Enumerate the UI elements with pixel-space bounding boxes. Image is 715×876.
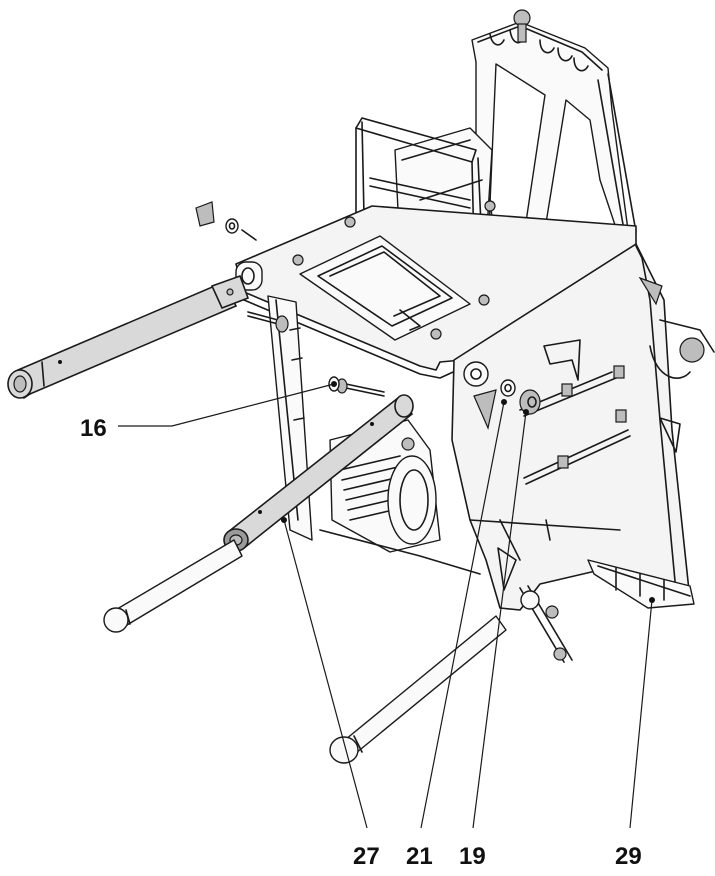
tube-bottom [329, 615, 507, 764]
pin-16 [247, 311, 385, 397]
leader-29-dot [649, 597, 655, 603]
leader-lines [118, 381, 655, 829]
callout-labels: 16 27 21 19 29 [80, 415, 642, 870]
leader-16-dot [331, 381, 337, 387]
callout-27: 27 [353, 843, 380, 870]
tube-lower-left [103, 539, 243, 633]
callout-16: 16 [80, 415, 107, 442]
leader-21 [420, 401, 505, 829]
base-frame [519, 559, 695, 663]
leader-19-dot [523, 409, 529, 415]
callout-21: 21 [406, 843, 433, 870]
back-frame [471, 9, 637, 263]
callout-19: 19 [459, 843, 486, 870]
leader-27 [283, 519, 368, 829]
tube-center-27 [223, 394, 414, 552]
top-deck [235, 205, 637, 379]
leader-16 [118, 383, 335, 427]
leader-19 [472, 411, 527, 829]
nut-washer-19-21 [500, 379, 541, 415]
top-handle-frame [355, 117, 501, 291]
callout-29: 29 [615, 843, 642, 870]
wing-nut-top [195, 201, 257, 241]
tube-upper-left [7, 274, 250, 400]
leader-29 [629, 599, 653, 829]
leader-27-dot [281, 517, 287, 523]
right-side-plate [451, 243, 715, 611]
leader-21-dot [501, 399, 507, 405]
